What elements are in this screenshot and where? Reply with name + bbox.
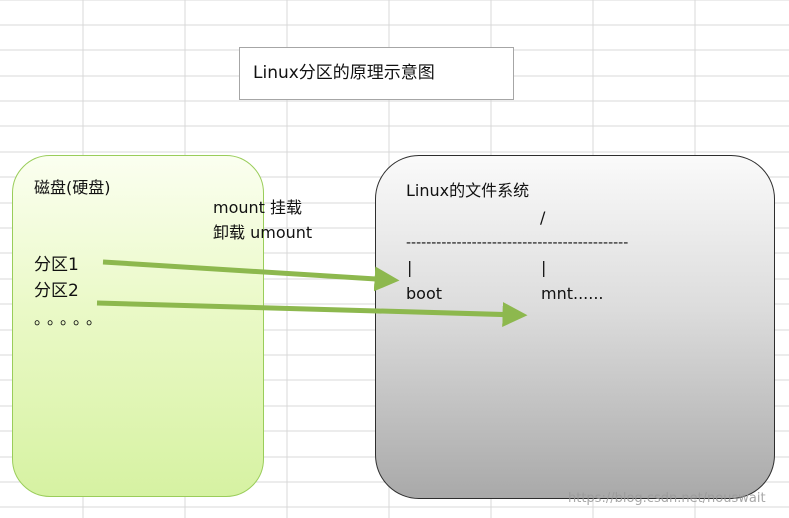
- umount-label: 卸载 umount: [213, 223, 313, 242]
- filesystem-label: Linux的文件系统: [406, 181, 530, 200]
- boot-directory: boot: [406, 284, 443, 303]
- diagram-title: Linux分区的原理示意图: [239, 47, 514, 100]
- branch-line-boot: |: [407, 258, 413, 277]
- disk-label: 磁盘(硬盘): [34, 178, 111, 197]
- partition-1-label: 分区1: [34, 255, 79, 275]
- mount-label: mount 挂载: [213, 198, 303, 217]
- watermark: https://blog.csdn.net/nouswait: [568, 491, 766, 506]
- branch-line-mnt: |: [541, 258, 547, 277]
- partition-2-label: 分区2: [34, 281, 79, 301]
- mnt-directory: mnt......: [541, 284, 604, 303]
- tree-separator: ----------------------------------------…: [406, 236, 629, 250]
- disk-box: [12, 155, 264, 497]
- more-partitions-ellipsis: 。。。。。: [34, 309, 108, 328]
- root-directory: /: [540, 208, 546, 227]
- filesystem-box: [375, 155, 775, 499]
